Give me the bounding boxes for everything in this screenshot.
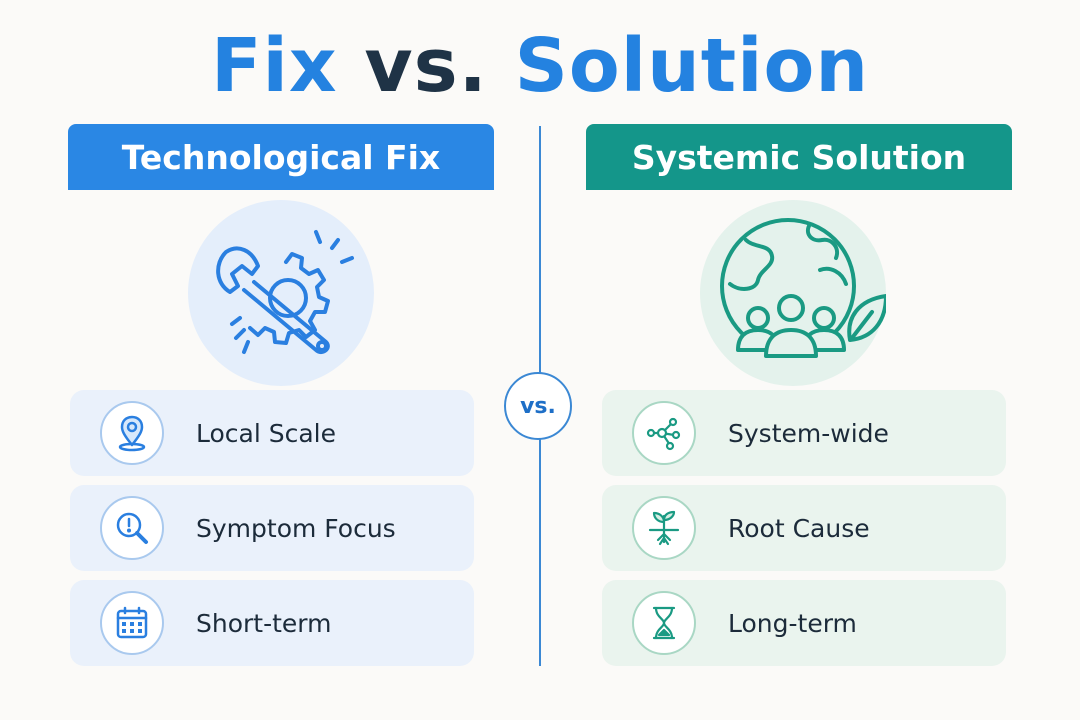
list-item-local-scale: Local Scale [70, 390, 474, 476]
symptom-focus-label: Symptom Focus [196, 513, 396, 543]
plant-roots-icon [648, 510, 680, 546]
location-pin-icon [118, 415, 146, 452]
list-item-root-cause: Root Cause [602, 485, 1006, 571]
solution-hero [700, 200, 886, 386]
vs-label: vs. [520, 393, 556, 419]
network-icon [646, 417, 681, 451]
list-item-system-wide: System-wide [602, 390, 1006, 476]
fix-hero [188, 200, 374, 386]
calendar-icon [116, 606, 148, 639]
long-term-label: Long-term [728, 608, 857, 638]
magnifier-alert-icon [116, 512, 148, 544]
hourglass-icon [652, 606, 676, 640]
system-wide-label: System-wide [728, 418, 889, 448]
globe-people-leaf-icon [720, 218, 886, 358]
wrench-gear-icon [216, 230, 354, 355]
list-item-short-term: Short-term [70, 580, 474, 666]
systemic-solution-header: Systemic Solution [586, 124, 1012, 190]
list-item-symptom-focus: Symptom Focus [70, 485, 474, 571]
technological-fix-header: Technological Fix [68, 124, 494, 190]
short-term-label: Short-term [196, 608, 332, 638]
title-vs: vs. [364, 23, 488, 109]
list-item-long-term: Long-term [602, 580, 1006, 666]
local-scale-label: Local Scale [196, 418, 337, 448]
vs-badge: vs. [504, 372, 572, 440]
title-solution: Solution [514, 23, 870, 109]
title-fix: Fix [210, 23, 338, 109]
root-cause-label: Root Cause [728, 513, 870, 543]
page-title: Fix vs. Solution [0, 22, 1080, 110]
